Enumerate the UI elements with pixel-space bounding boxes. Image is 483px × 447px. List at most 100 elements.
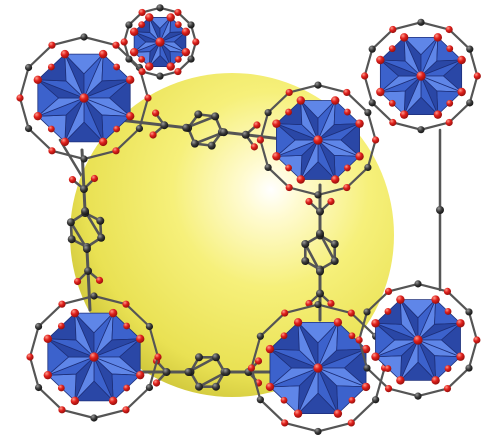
bond [50,35,86,47]
carbon-atom [156,4,164,12]
carbon-atom [316,267,324,276]
carbon-atom [34,383,43,392]
tetrahedron-face [317,139,360,157]
oxygen-atom [293,409,303,418]
oxygen-atom [112,41,120,49]
carbon-atom [82,244,91,253]
bond [448,28,471,51]
oxygen-atom [247,364,256,372]
bond [391,121,423,131]
oxygen-atom [361,72,369,80]
oxygen-atom [333,409,343,418]
oxygen-atom [33,75,43,85]
oxygen-atom [33,111,43,121]
carbon-atom [207,141,216,150]
bond [366,138,377,169]
bond [350,398,377,425]
oxygen-atom [396,295,405,304]
carbon-atom [96,216,105,225]
carbon-atom [241,130,250,139]
carbon-atom [125,21,133,29]
bond [82,35,118,47]
bond [391,21,423,31]
oxygen-atom [443,385,452,393]
oxygen-atom [413,335,423,345]
carbon-atom [466,45,474,53]
bond [446,366,471,390]
carbon-atom [372,396,380,404]
carbon-atom [80,155,88,163]
bond [358,338,369,370]
tetrahedron-face [159,41,187,53]
oxygen-atom [122,300,130,308]
oxygen-atom [149,131,157,139]
oxygen-atom [43,370,53,380]
oxygen-atom [280,332,288,340]
oxygen-atom [122,406,130,414]
oxygen-atom [388,99,396,107]
oxygen-atom [372,136,380,144]
bond [124,303,151,328]
oxygen-atom [293,318,303,327]
bond [37,303,64,328]
bond [18,66,30,100]
oxygen-atom [112,147,120,155]
carbon-atom [414,392,422,400]
oxygen-atom [327,197,335,206]
oxygen-atom [48,147,56,155]
metal-cluster [120,4,200,80]
oxygen-atom [70,308,80,318]
oxygen-atom [145,62,154,71]
bond [28,355,40,389]
oxygen-atom [399,110,409,119]
bond [27,44,54,69]
oxygen-atom [256,136,264,144]
oxygen-atom [456,352,465,361]
oxygen-atom [445,118,453,127]
carbon-atom [314,81,322,89]
oxygen-atom [444,308,452,315]
oxygen-atom [16,94,24,102]
bond [288,83,320,94]
carbon-atom [90,414,98,422]
carbon-atom [363,308,371,316]
carbon-atom [194,110,203,119]
oxygen-atom [145,13,154,22]
bond [345,91,369,114]
oxygen-atom [73,277,82,286]
oxygen-atom [431,376,440,385]
oxygen-atom [444,365,452,372]
metal-cluster [361,18,481,134]
oxygen-atom [333,318,343,327]
oxygen-atom [376,87,385,97]
oxygen-atom [90,174,99,183]
carbon-atom [436,206,444,214]
carbon-atom [67,235,76,244]
tetrahedron-face [417,339,461,358]
oxygen-atom [371,319,380,328]
carbon-atom [364,108,372,117]
oxygen-atom [456,319,465,328]
oxygen-atom [154,353,162,361]
linker [118,109,292,151]
carbon-atom [135,124,144,133]
oxygen-atom [166,13,175,22]
oxygen-atom [285,108,293,116]
oxygen-atom [384,385,393,393]
carbon-atom [97,233,106,242]
bond [363,74,374,104]
carbon-atom [465,364,473,372]
carbon-atom [145,322,154,331]
oxygen-atom [265,344,275,354]
bond [345,166,369,189]
carbon-atom [301,240,310,248]
bond [267,166,291,189]
carbon-atom [330,240,339,248]
carbon-atom [81,207,90,216]
oxygen-atom [265,382,275,392]
carbon-atom [314,427,322,436]
carbon-atom [368,45,376,53]
oxygen-atom [305,197,313,206]
oxygen-atom [166,62,175,71]
oxygen-atom [433,110,443,119]
